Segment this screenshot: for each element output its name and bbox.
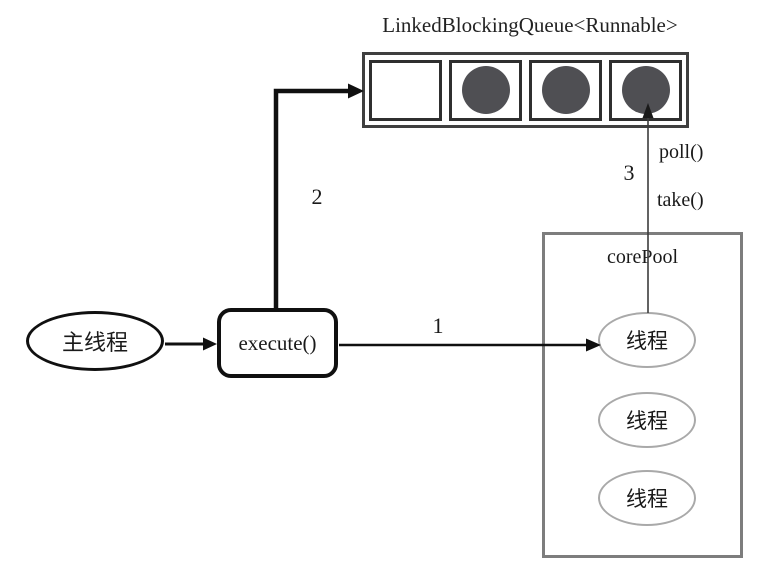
poll-label: poll(): [659, 141, 704, 163]
queue-cell-2: [449, 59, 522, 121]
arrow-main-to-execute: [165, 337, 217, 351]
task-dot-icon: [621, 66, 670, 114]
core-pool-label: corePool: [606, 246, 679, 268]
thread-label: 线程: [626, 329, 668, 353]
step-1-label: 1: [432, 313, 444, 338]
task-dot-icon: [541, 66, 590, 114]
core-pool-box: [542, 232, 743, 558]
thread-label: 线程: [626, 487, 668, 511]
step-2-label: 2: [311, 184, 323, 209]
task-dot-icon: [461, 66, 510, 114]
thread-ellipse-2: 线程: [598, 392, 696, 448]
take-label: take(): [657, 189, 704, 211]
queue-cell-4: [609, 59, 682, 121]
step-3-label: 3: [623, 160, 635, 185]
thread-label: 线程: [626, 409, 668, 433]
execute-label: execute(): [238, 330, 317, 355]
blocking-queue: [362, 52, 689, 128]
main-thread-ellipse: 主线程: [26, 311, 164, 371]
queue-cell-1: [369, 59, 442, 121]
execute-box: execute(): [217, 308, 338, 378]
queue-title: LinkedBlockingQueue<Runnable>: [382, 13, 678, 37]
thread-ellipse-1: 线程: [598, 312, 696, 368]
main-thread-label: 主线程: [61, 330, 128, 355]
thread-ellipse-3: 线程: [598, 470, 696, 526]
queue-cell-3: [529, 59, 602, 121]
